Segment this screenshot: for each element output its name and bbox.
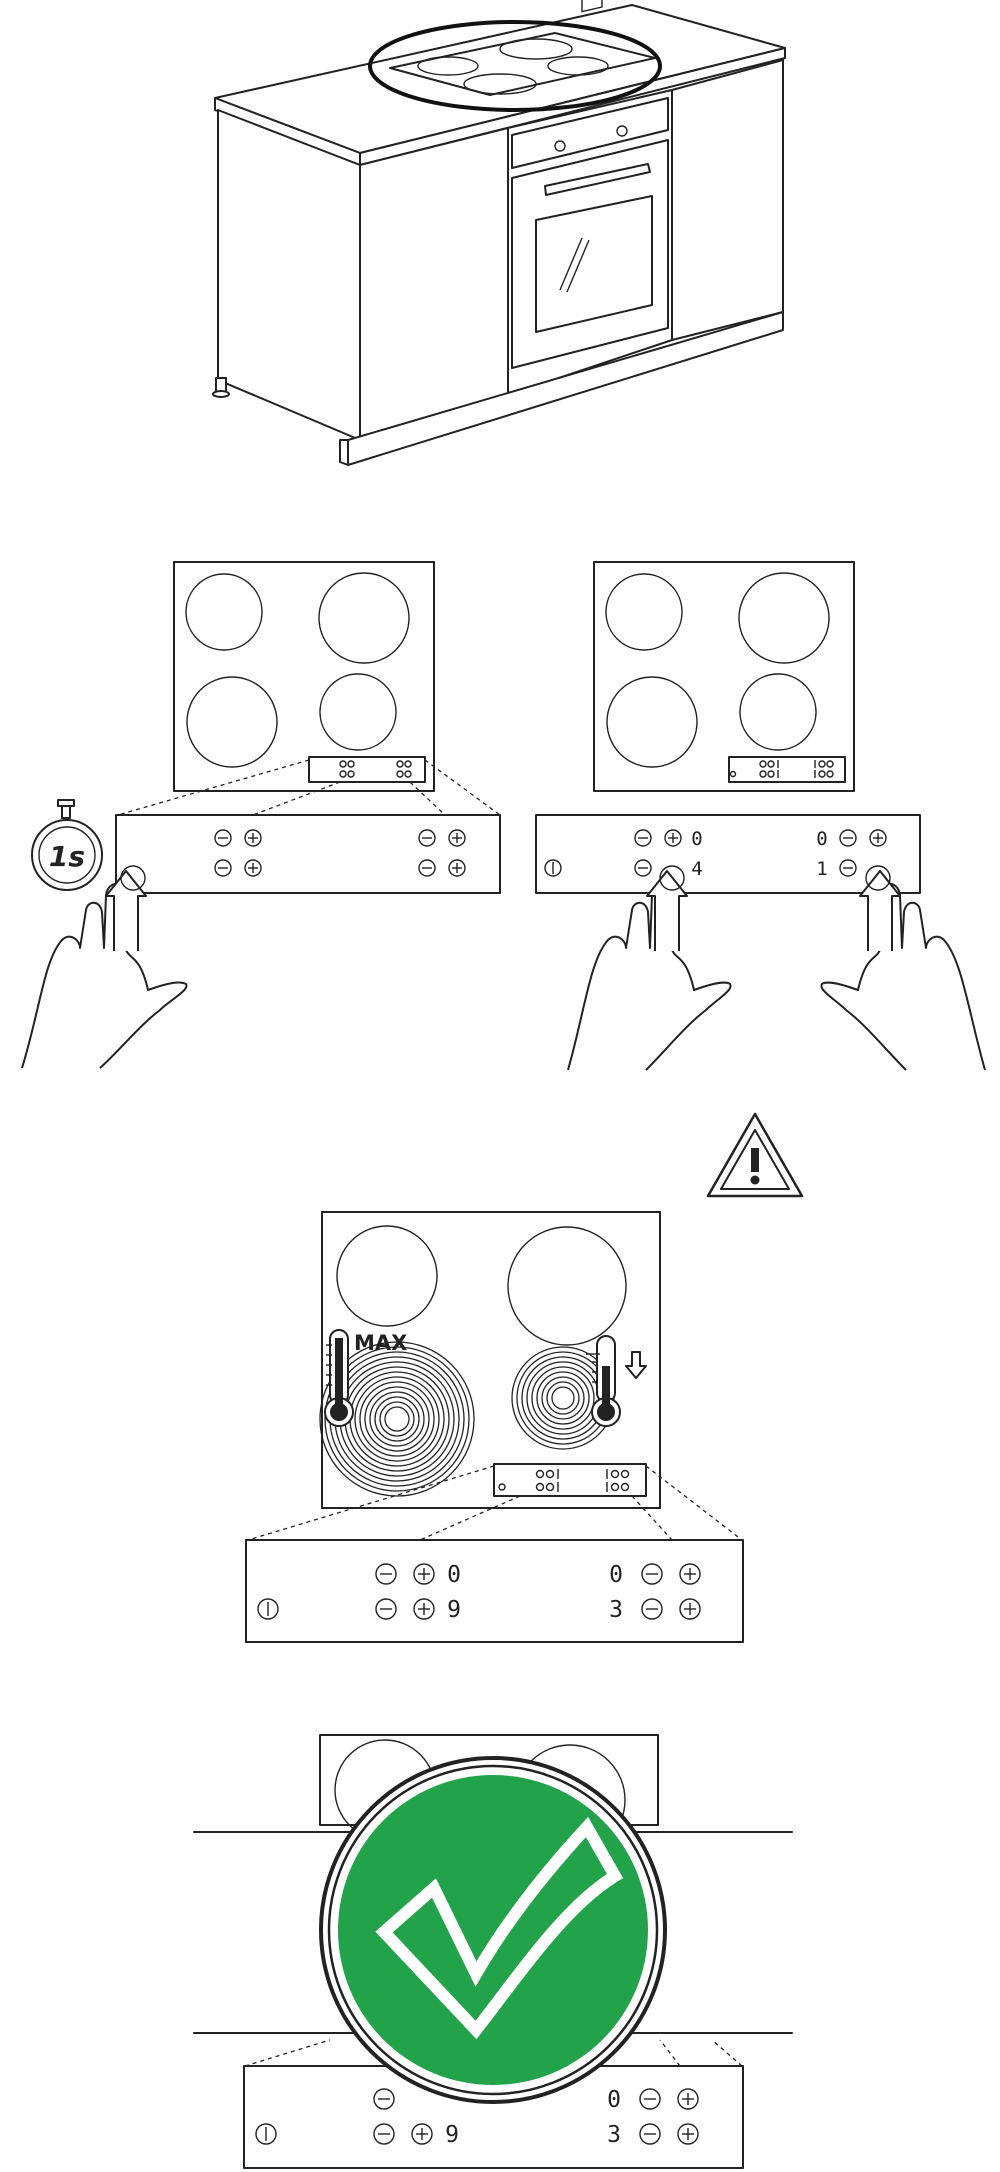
step4-group: 9 0 3: [193, 1734, 793, 2169]
step2-left-group: 1s: [21, 561, 501, 1069]
left-hand-pressing-plus: [567, 865, 732, 1071]
warning-triangle-icon: [706, 1112, 804, 1198]
display-bottom-right: 3: [607, 2122, 621, 2148]
stopwatch-icon: 1s: [31, 799, 103, 891]
check-mark-icon: [319, 1756, 667, 2104]
timer-label: 1s: [49, 840, 85, 873]
hot-zone-left: [319, 1341, 475, 1497]
thermometer-max-icon: [324, 1329, 354, 1427]
display-bottom-left: 9: [447, 1597, 461, 1623]
step2-right-group: 0 0 4 1: [535, 561, 986, 1071]
hob-top-view: [173, 561, 435, 792]
thermometer-decrease-icon: [586, 1335, 647, 1427]
step3-group: MAX 0 0: [245, 1211, 744, 1643]
control-row: [214, 829, 466, 877]
control-panel-zoom: [115, 814, 501, 894]
display-bottom-left: 4: [691, 858, 702, 880]
display-top-right: 0: [609, 1562, 623, 1588]
max-label: MAX: [354, 1331, 407, 1355]
arrow-down-icon: [625, 1351, 647, 1379]
hand-pressing-power: [21, 865, 188, 1069]
display-bottom-right: 1: [816, 858, 827, 880]
display-top-left: 0: [691, 828, 702, 850]
display-top-right: 0: [607, 2087, 621, 2113]
display-top-left: 0: [447, 1562, 461, 1588]
display-bottom-right: 3: [609, 1597, 623, 1623]
right-hand-pressing-plus: [820, 865, 986, 1071]
display-bottom-left: 9: [445, 2122, 459, 2148]
power-icon[interactable]: [544, 859, 562, 877]
display-top-right: 0: [816, 828, 827, 850]
kitchen-cabinet-illustration: [212, 0, 786, 466]
